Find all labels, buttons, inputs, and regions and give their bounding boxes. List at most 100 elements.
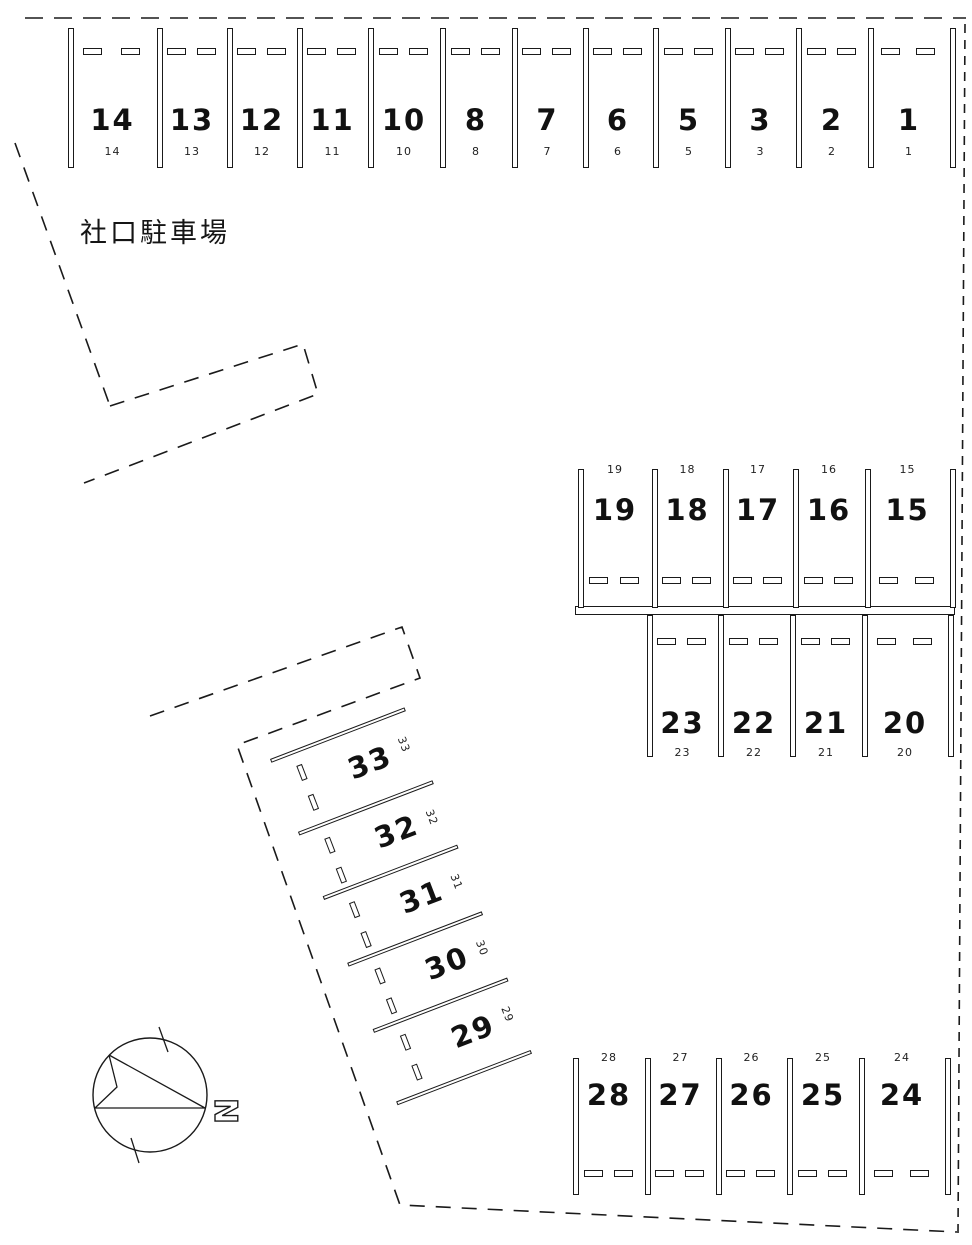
wheel-stop [763, 577, 782, 584]
wheel-stop [655, 1170, 674, 1177]
space-number-small: 14 [104, 145, 121, 158]
space-number-large: 18 [665, 493, 710, 527]
wheel-stop [756, 1170, 775, 1177]
divider-line [653, 28, 659, 168]
wheel-stop [167, 48, 186, 55]
boundary-wedge-line [83, 342, 319, 484]
wheel-stop [692, 577, 711, 584]
wheel-stop [481, 48, 500, 55]
space-number-large: 17 [735, 493, 781, 527]
space-number-small: 7 [543, 145, 552, 158]
space-number-small: 21 [818, 746, 834, 759]
space-number-small: 2 [828, 145, 836, 158]
space-number-small: 12 [254, 145, 270, 158]
space-number-large: 12 [239, 103, 285, 137]
divider-line [297, 28, 303, 168]
wheel-stop [881, 48, 900, 55]
wheel-stop [910, 1170, 929, 1177]
divider-line [790, 615, 796, 757]
boundary-lower-line [149, 625, 958, 1233]
wheel-stop [662, 577, 681, 584]
aisle-separator-band [575, 606, 955, 615]
wheel-stop [589, 577, 608, 584]
wheel-stop [451, 48, 470, 55]
wheel-stop [687, 638, 706, 645]
space-number-small: 5 [685, 145, 693, 158]
space-number-large: 10 [381, 103, 427, 137]
space-number-large: 21 [803, 706, 849, 740]
wheel-stop [807, 48, 826, 55]
divider-line [440, 28, 446, 168]
space-number-small: 1 [905, 145, 913, 158]
wheel-stop [837, 48, 856, 55]
wheel-stop [584, 1170, 603, 1177]
wheel-stop [798, 1170, 817, 1177]
wheel-stop [828, 1170, 847, 1177]
space-number-large: 20 [882, 706, 928, 740]
wheel-stop [409, 48, 428, 55]
wheel-stop [620, 577, 639, 584]
wheel-stop [733, 577, 752, 584]
space-number-large: 2 [820, 103, 844, 137]
space-number-large: 23 [660, 706, 705, 740]
space-number-large: 19 [592, 493, 638, 527]
divider-line [793, 469, 799, 608]
wheel-stop [522, 48, 541, 55]
boundary-right-line [957, 23, 966, 1234]
divider-line [647, 615, 653, 757]
space-number-large: 6 [606, 103, 630, 137]
space-number-small: 26 [743, 1051, 760, 1064]
space-number-small: 23 [674, 746, 691, 759]
space-number-large: 1 [897, 103, 921, 137]
space-number-large: 26 [729, 1078, 774, 1112]
divider-line [512, 28, 518, 168]
wheel-stop [197, 48, 216, 55]
space-number-large: 24 [879, 1078, 925, 1112]
compass-north-label: N [207, 1098, 243, 1124]
space-number-large: 25 [800, 1078, 846, 1112]
wheel-stop [916, 48, 935, 55]
divider-line [865, 469, 871, 608]
space-number-small: 18 [679, 463, 696, 476]
wheel-stop [804, 577, 823, 584]
wheel-stop [915, 577, 934, 584]
space-number-small: 15 [899, 463, 916, 476]
divider-line [945, 1058, 951, 1195]
space-number-small: 13 [184, 145, 200, 158]
wheel-stop [759, 638, 778, 645]
wheel-stop [379, 48, 398, 55]
divider-line [868, 28, 874, 168]
divider-line [583, 28, 589, 168]
divider-line [368, 28, 374, 168]
space-number-large: 7 [536, 103, 559, 137]
wheel-stop [552, 48, 571, 55]
space-number-small: 16 [821, 463, 837, 476]
wheel-stop [834, 577, 853, 584]
wheel-stop [726, 1170, 745, 1177]
boundary-left-upper-line [14, 142, 111, 407]
divider-line [950, 28, 956, 168]
wheel-stop [874, 1170, 893, 1177]
divider-line [725, 28, 731, 168]
space-number-small: 25 [815, 1051, 831, 1064]
space-number-small: 20 [897, 746, 913, 759]
divider-line [859, 1058, 865, 1195]
space-number-small: 19 [607, 463, 623, 476]
wheel-stop [831, 638, 850, 645]
space-number-small: 6 [614, 145, 622, 158]
space-number-small: 8 [472, 145, 480, 158]
compass-circle [92, 1037, 208, 1153]
wheel-stop [83, 48, 102, 55]
divider-line [787, 1058, 793, 1195]
wheel-stop [337, 48, 356, 55]
wheel-stop [735, 48, 754, 55]
wheel-stop [267, 48, 286, 55]
space-number-small: 28 [601, 1051, 617, 1064]
space-number-large: 14 [90, 103, 135, 137]
divider-line [573, 1058, 579, 1195]
wheel-stop [614, 1170, 633, 1177]
wheel-stop [623, 48, 642, 55]
space-number-large: 27 [658, 1078, 703, 1112]
divider-line [68, 28, 74, 168]
